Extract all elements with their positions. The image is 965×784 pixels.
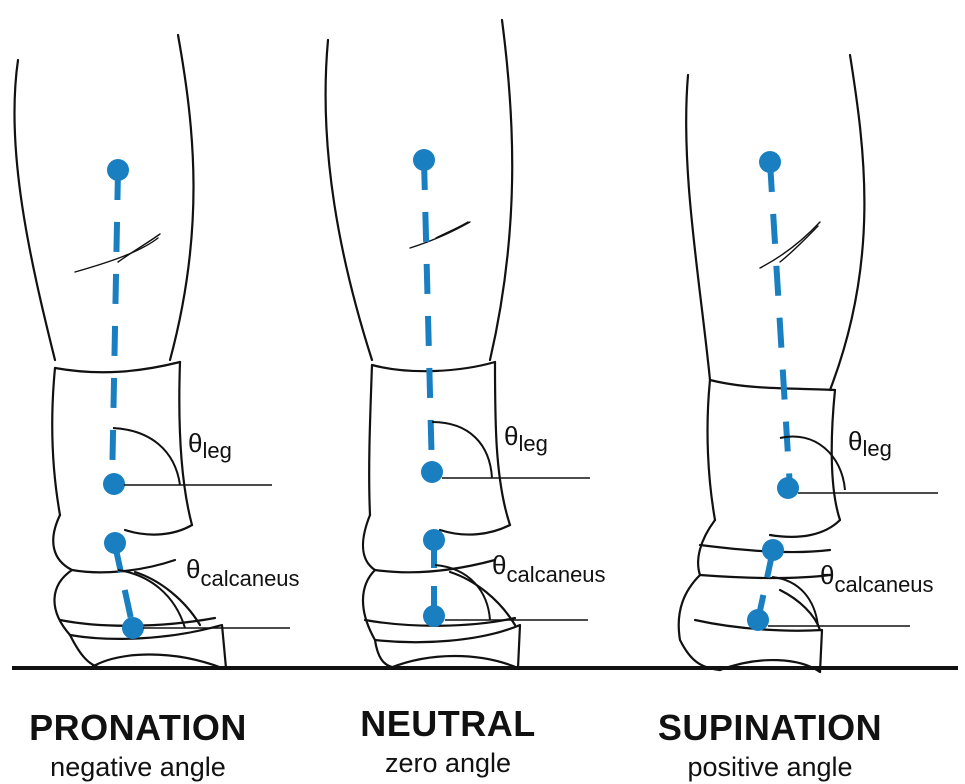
supination-title: SUPINATION [658,707,882,748]
supination-angle-annotations: θleg θcalcaneus [768,426,938,626]
pronation-leg-axis [103,159,144,639]
pronation-theta-leg: θleg [188,428,232,463]
supination-theta-leg: θleg [848,426,892,461]
marker-calcaneus-top [104,532,126,554]
marker-calcaneus-top [423,529,445,551]
marker-leg-bottom [777,477,799,499]
neutral-angle-annotations: θleg θcalcaneus [432,421,606,620]
marker-leg-top [413,149,435,171]
marker-leg-top [107,159,129,181]
marker-leg-bottom [421,461,443,483]
marker-calcaneus-bottom [423,605,445,627]
neutral-caption: NEUTRAL zero angle [360,703,535,778]
supination-leg-axis [747,151,799,631]
pronation-angle-annotations: θleg θcalcaneus [113,428,300,628]
pronation-title: PRONATION [29,707,247,748]
supination-subtitle: positive angle [687,752,852,782]
pronation-caption: PRONATION negative angle [29,707,247,782]
neutral-leg-drawing [326,20,520,668]
panel-supination: θleg θcalcaneus SUPINATION positive angl… [658,55,938,782]
marker-leg-top [759,151,781,173]
marker-calcaneus-top [762,539,784,561]
neutral-theta-calcaneus: θcalcaneus [492,550,606,587]
neutral-theta-leg: θleg [504,421,548,456]
neutral-leg-axis [413,149,445,627]
neutral-subtitle: zero angle [385,748,511,778]
panel-neutral: θleg θcalcaneus NEUTRAL zero angle [326,20,606,778]
supination-caption: SUPINATION positive angle [658,707,882,782]
pronation-theta-calcaneus: θcalcaneus [186,554,300,591]
supination-theta-calcaneus: θcalcaneus [820,560,934,597]
marker-calcaneus-bottom [122,617,144,639]
pronation-subtitle: negative angle [50,752,226,782]
marker-calcaneus-bottom [747,609,769,631]
marker-leg-bottom [103,473,125,495]
neutral-title: NEUTRAL [360,703,535,744]
